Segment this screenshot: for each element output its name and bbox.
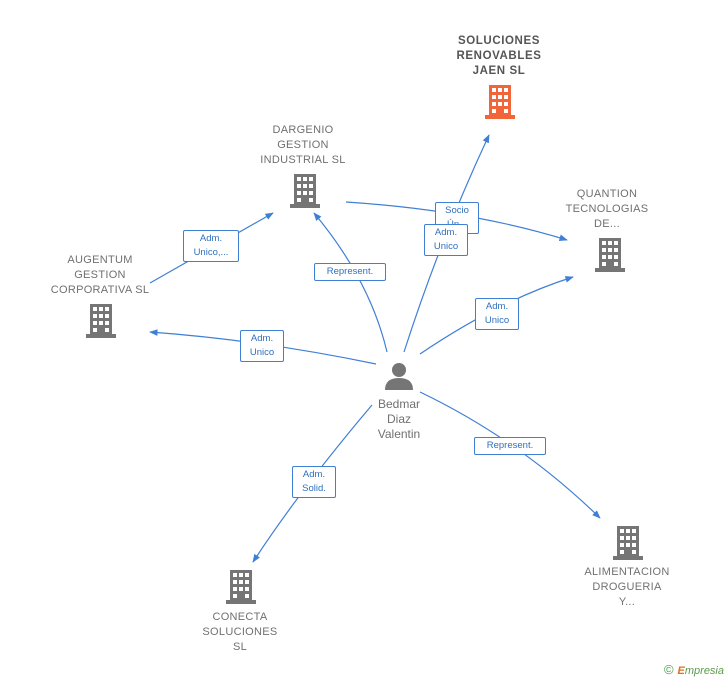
edge-label-adm-unico-quantion: Adm. Unico: [475, 298, 519, 330]
copyright-icon: ©: [663, 662, 674, 677]
company-label-conecta[interactable]: CONECTA SOLUCIONES SL: [202, 611, 278, 653]
edge-label-adm-unico-soluciones: Adm. Unico: [424, 224, 468, 256]
building-icon-quantion[interactable]: [595, 238, 625, 272]
building-icon-augentum[interactable]: [86, 304, 116, 338]
person-label-center[interactable]: Bedmar Diaz Valentin: [377, 397, 421, 441]
edge-to-alimentacion: [419, 391, 601, 519]
edge-label-adm-solid-conecta: Adm. Solid.: [292, 466, 336, 498]
building-icon-dargenio[interactable]: [290, 174, 320, 208]
company-label-soluciones[interactable]: SOLUCIONES RENOVABLES JAEN SL: [456, 35, 542, 77]
edge-to-dargenio: [313, 212, 388, 353]
building-icon-conecta[interactable]: [226, 570, 256, 604]
company-label-augentum[interactable]: AUGENTUM GESTION CORPORATIVA SL: [50, 254, 150, 296]
brand-name: mpresia: [684, 665, 724, 677]
empresia-logo[interactable]: ©Empresia: [664, 662, 724, 677]
building-icon-soluciones[interactable]: [485, 85, 515, 119]
company-label-quantion[interactable]: QUANTION TECNOLOGIAS DE...: [565, 188, 649, 230]
company-label-alimentacion[interactable]: ALIMENTACION DROGUERIA Y...: [584, 566, 670, 608]
company-label-dargenio[interactable]: DARGENIO GESTION INDUSTRIAL SL: [260, 124, 346, 166]
brand-initial: E: [677, 665, 685, 677]
edge-label-represent-dargenio: Represent.: [314, 263, 386, 281]
edge-label-adm-unico-augentum: Adm. Unico: [240, 330, 284, 362]
edge-label-adm-unico-dargenio: Adm. Unico,...: [183, 230, 239, 262]
edge-label-represent-alimentacion: Represent.: [474, 437, 546, 455]
building-icon-alimentacion[interactable]: [613, 526, 643, 560]
person-icon[interactable]: [385, 363, 413, 390]
